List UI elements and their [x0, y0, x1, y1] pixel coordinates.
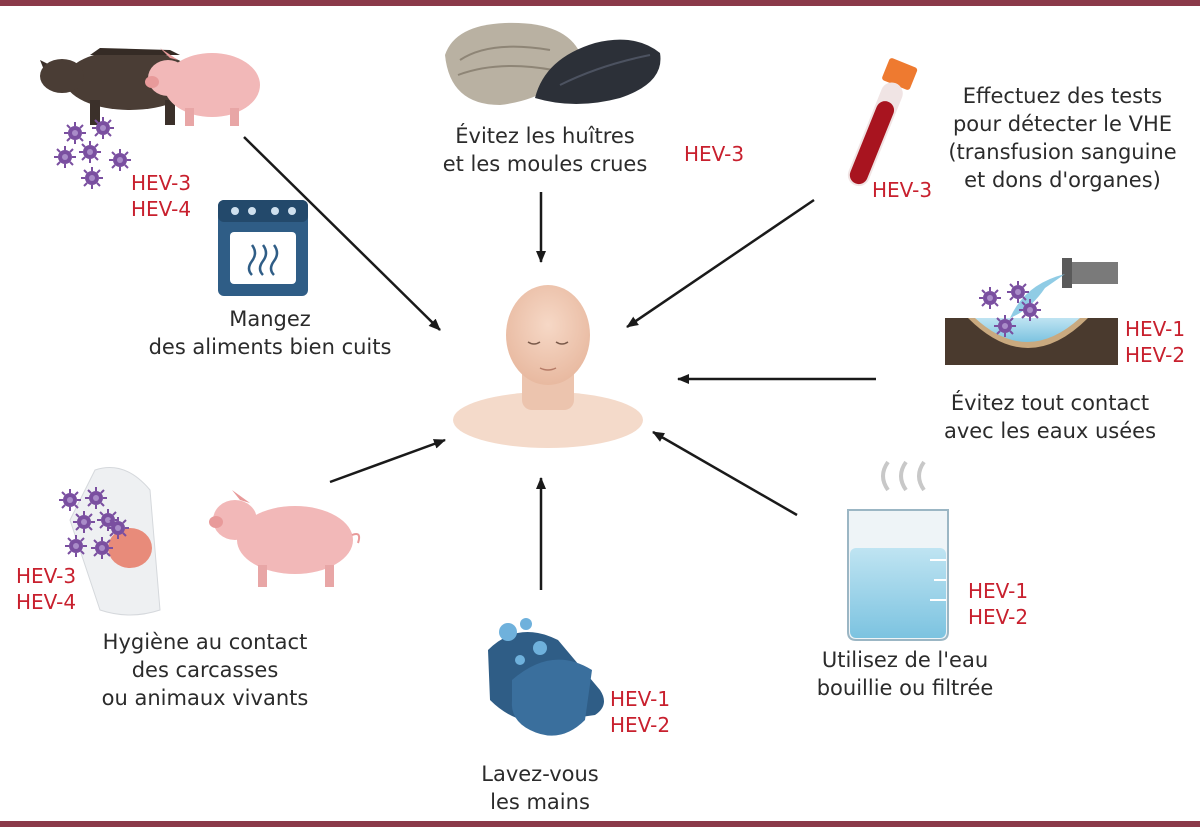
pig-carcass-icon — [58, 467, 161, 616]
pig-icon — [145, 48, 260, 126]
arrow-from-carcass — [329, 438, 446, 484]
blood-tube-icon — [847, 58, 918, 187]
sewage-pipe-icon — [945, 258, 1118, 365]
caption-sewage: Évitez tout contact avec les eaux usées — [943, 391, 1157, 443]
bottom-border — [0, 821, 1200, 827]
caption-wash-hands: Lavez-vous les mains — [481, 762, 599, 814]
hev-label-hands: HEV-1 HEV-2 — [610, 687, 671, 737]
caption-shellfish: Évitez les huîtres et les moules crues — [442, 124, 648, 176]
hev-label-blood: HEV-3 — [872, 178, 933, 202]
hev-label-shellfish: HEV-3 — [684, 142, 745, 166]
washing-hands-icon — [488, 618, 604, 736]
arrow-from-blood-tests — [626, 198, 815, 329]
piglet-icon — [209, 490, 361, 587]
arrow-from-boiled-water — [652, 430, 798, 517]
hev-label-carcass: HEV-3 HEV-4 — [16, 564, 77, 614]
human-head-icon — [453, 285, 643, 448]
caption-cooked-food: Mangez des aliments bien cuits — [148, 307, 392, 359]
caption-blood-tests: Effectuez des tests pour détecter le VHE… — [948, 84, 1177, 192]
hev-label-sewage: HEV-1 HEV-2 — [1125, 317, 1186, 367]
arrows — [243, 136, 876, 590]
oven-icon — [218, 200, 308, 296]
beaker-icon — [847, 460, 949, 641]
hev-label-water: HEV-1 HEV-2 — [968, 579, 1029, 629]
top-border — [0, 0, 1200, 6]
caption-boiled-water: Utilisez de l'eau bouillie ou filtrée — [816, 648, 994, 700]
virus-cluster-top-left — [53, 116, 132, 190]
arrow-from-cooked-food — [243, 136, 441, 331]
hev-label-boar-pig: HEV-3 HEV-4 — [131, 171, 192, 221]
caption-carcass-hygiene: Hygiène au contact des carcasses ou anim… — [101, 630, 309, 710]
mussel-icon — [535, 39, 661, 104]
